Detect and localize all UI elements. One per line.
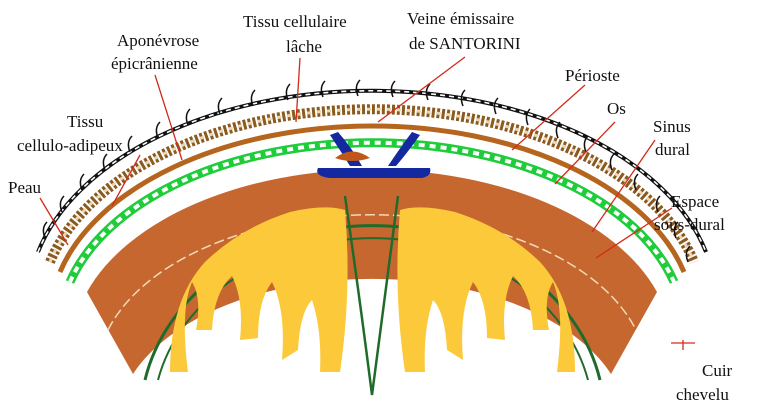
label-sinus-l1: Sinus [653, 117, 691, 136]
label-sinus-l2: dural [655, 140, 690, 159]
label-tissu-cellulaire-l2: lâche [286, 37, 322, 56]
label-tissu-cellulaire-l1: Tissu cellulaire [243, 12, 347, 31]
label-os: Os [607, 99, 626, 118]
label-cuir-l1: Cuir [702, 361, 733, 380]
sinus-shape [335, 152, 370, 162]
label-veine-l2: de SANTORINI [409, 34, 521, 53]
label-tissu-adipeux-l2: cellulo-adipeux [17, 136, 123, 155]
label-aponevrose-l1: Aponévrose [117, 31, 199, 50]
label-veine-l1: Veine émissaire [407, 9, 514, 28]
label-perioste: Périoste [565, 66, 620, 85]
label-tissu-adipeux-l1: Tissu [67, 112, 104, 131]
label-espace-l1: Espace [671, 192, 719, 211]
label-cuir-l2: chevelu [676, 385, 729, 404]
label-espace-l2: sous-dural [654, 215, 725, 234]
label-aponevrose-l2: épicrânienne [111, 54, 198, 73]
label-peau: Peau [8, 178, 42, 197]
